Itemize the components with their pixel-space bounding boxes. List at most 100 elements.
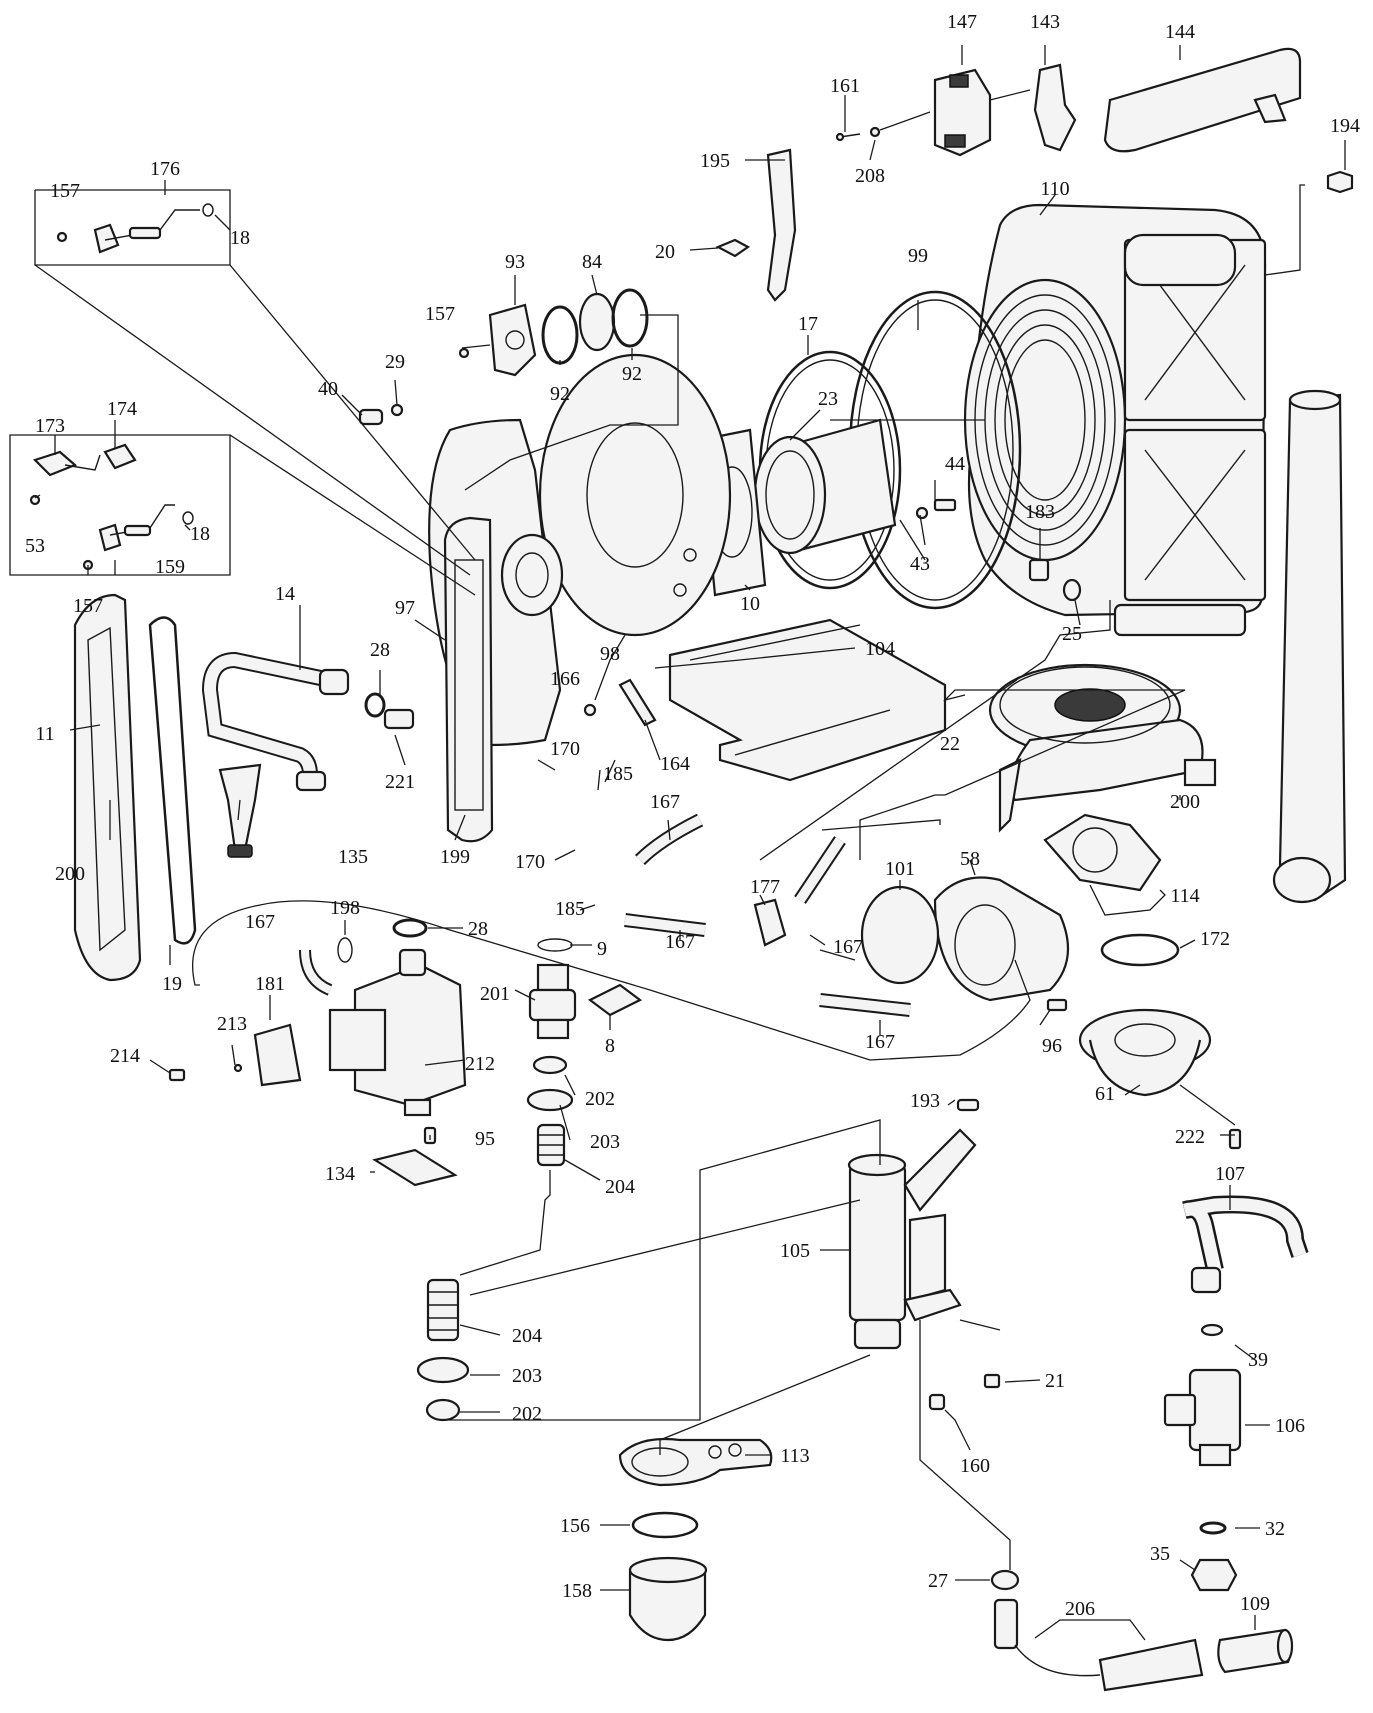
callout-14: 14 <box>275 583 295 605</box>
fan-22 <box>988 663 1217 833</box>
nipple-221 <box>383 708 415 730</box>
callout-99: 99 <box>908 245 928 267</box>
callout-84: 84 <box>582 251 602 273</box>
hose-206 <box>993 1598 1204 1692</box>
ring-92a <box>541 305 579 365</box>
screw-166 <box>583 703 597 717</box>
callout-183: 183 <box>1025 501 1055 523</box>
screw-213 <box>233 1063 243 1073</box>
venturi-58 <box>933 876 1070 1002</box>
gas-valve-212 <box>328 948 467 1117</box>
callout-106: 106 <box>1275 1415 1305 1437</box>
electrode-159 <box>29 494 194 571</box>
fitting-201 <box>528 963 577 1040</box>
callout-204-lower: 204 <box>512 1325 542 1347</box>
grommet-25 <box>1062 578 1082 602</box>
callout-97: 97 <box>395 597 415 619</box>
callout-201: 201 <box>480 983 510 1005</box>
callout-222: 222 <box>1175 1126 1205 1148</box>
callout-172: 172 <box>1200 928 1230 950</box>
callout-143: 143 <box>1030 11 1060 33</box>
frame-97-left <box>443 516 494 843</box>
callout-32: 32 <box>1265 1518 1285 1540</box>
callout-40: 40 <box>318 378 338 400</box>
ring-28a <box>364 692 386 718</box>
callout-167-center: 167 <box>665 931 695 953</box>
callout-134: 134 <box>325 1163 355 1185</box>
callout-23: 23 <box>818 388 838 410</box>
ring-202a <box>532 1055 568 1075</box>
oring-9 <box>537 938 573 952</box>
callout-135: 135 <box>338 846 368 868</box>
electrode-173 <box>32 450 101 477</box>
gasket-19 <box>148 616 197 945</box>
callout-92-right: 92 <box>622 363 642 385</box>
screw-214 <box>168 1068 186 1082</box>
callout-194: 194 <box>1330 115 1360 137</box>
gasket-134 <box>372 1148 458 1187</box>
cover-11 <box>73 593 142 982</box>
bracket-147 <box>933 68 992 157</box>
glass-84 <box>578 292 616 352</box>
oring-156 <box>631 1511 699 1539</box>
callout-144: 144 <box>1165 21 1195 43</box>
callout-22: 22 <box>940 733 960 755</box>
callout-185-upper: 185 <box>603 763 633 785</box>
callout-39: 39 <box>1248 1349 1268 1371</box>
washer-39 <box>1200 1323 1224 1337</box>
plate-93 <box>488 303 537 377</box>
callout-176: 176 <box>150 158 180 180</box>
sensor-183 <box>1028 558 1050 582</box>
oring-32 <box>1199 1521 1227 1535</box>
nut-203b <box>416 1356 470 1384</box>
callout-208: 208 <box>855 165 885 187</box>
plate-113 <box>618 1437 773 1487</box>
callout-181: 181 <box>255 973 285 995</box>
pipe-107 <box>1182 1195 1309 1294</box>
callout-53: 53 <box>25 535 45 557</box>
callout-160: 160 <box>960 1455 990 1477</box>
washer-29 <box>390 403 404 417</box>
callout-156: 156 <box>560 1515 590 1537</box>
ring-92b <box>611 288 649 348</box>
callout-185-lower: 185 <box>555 898 585 920</box>
callout-8: 8 <box>605 1035 615 1057</box>
callout-17: 17 <box>798 313 818 335</box>
callout-167-right: 167 <box>833 936 863 958</box>
callout-161: 161 <box>830 75 860 97</box>
callout-10: 10 <box>740 593 760 615</box>
callout-157-mid: 157 <box>425 303 455 325</box>
clip-198 <box>337 937 353 963</box>
screw-21 <box>983 1373 1001 1389</box>
callout-113: 113 <box>780 1445 809 1467</box>
plate-114 <box>1043 813 1162 892</box>
clip-20 <box>715 238 751 258</box>
callout-164: 164 <box>660 753 690 775</box>
callout-174: 174 <box>107 398 137 420</box>
callout-158: 158 <box>562 1580 592 1602</box>
heat-exchanger-housing <box>963 203 1267 637</box>
pipe-14 <box>201 651 350 792</box>
leader-lines <box>9 45 1346 1641</box>
callout-170-lower: 170 <box>515 851 545 873</box>
spring-204b <box>426 1278 460 1342</box>
screw-161 <box>835 132 861 142</box>
callout-44: 44 <box>945 453 965 475</box>
callout-58: 58 <box>960 848 980 870</box>
callout-114: 114 <box>1170 885 1199 907</box>
callout-18-mid: 18 <box>190 523 210 545</box>
washer-208 <box>869 126 881 138</box>
tube-109 <box>1217 1628 1294 1674</box>
callout-96: 96 <box>1042 1035 1062 1057</box>
plate-143 <box>1033 63 1077 152</box>
flow-sensor-106 <box>1163 1368 1242 1467</box>
callout-93: 93 <box>505 251 525 273</box>
callout-198: 198 <box>330 897 360 919</box>
callout-200-left: 200 <box>55 863 85 885</box>
callout-213: 213 <box>217 1013 247 1035</box>
callout-21: 21 <box>1045 1370 1065 1392</box>
screw-222 <box>1228 1128 1242 1150</box>
callout-105: 105 <box>780 1240 810 1262</box>
coil-181 <box>253 1023 302 1087</box>
